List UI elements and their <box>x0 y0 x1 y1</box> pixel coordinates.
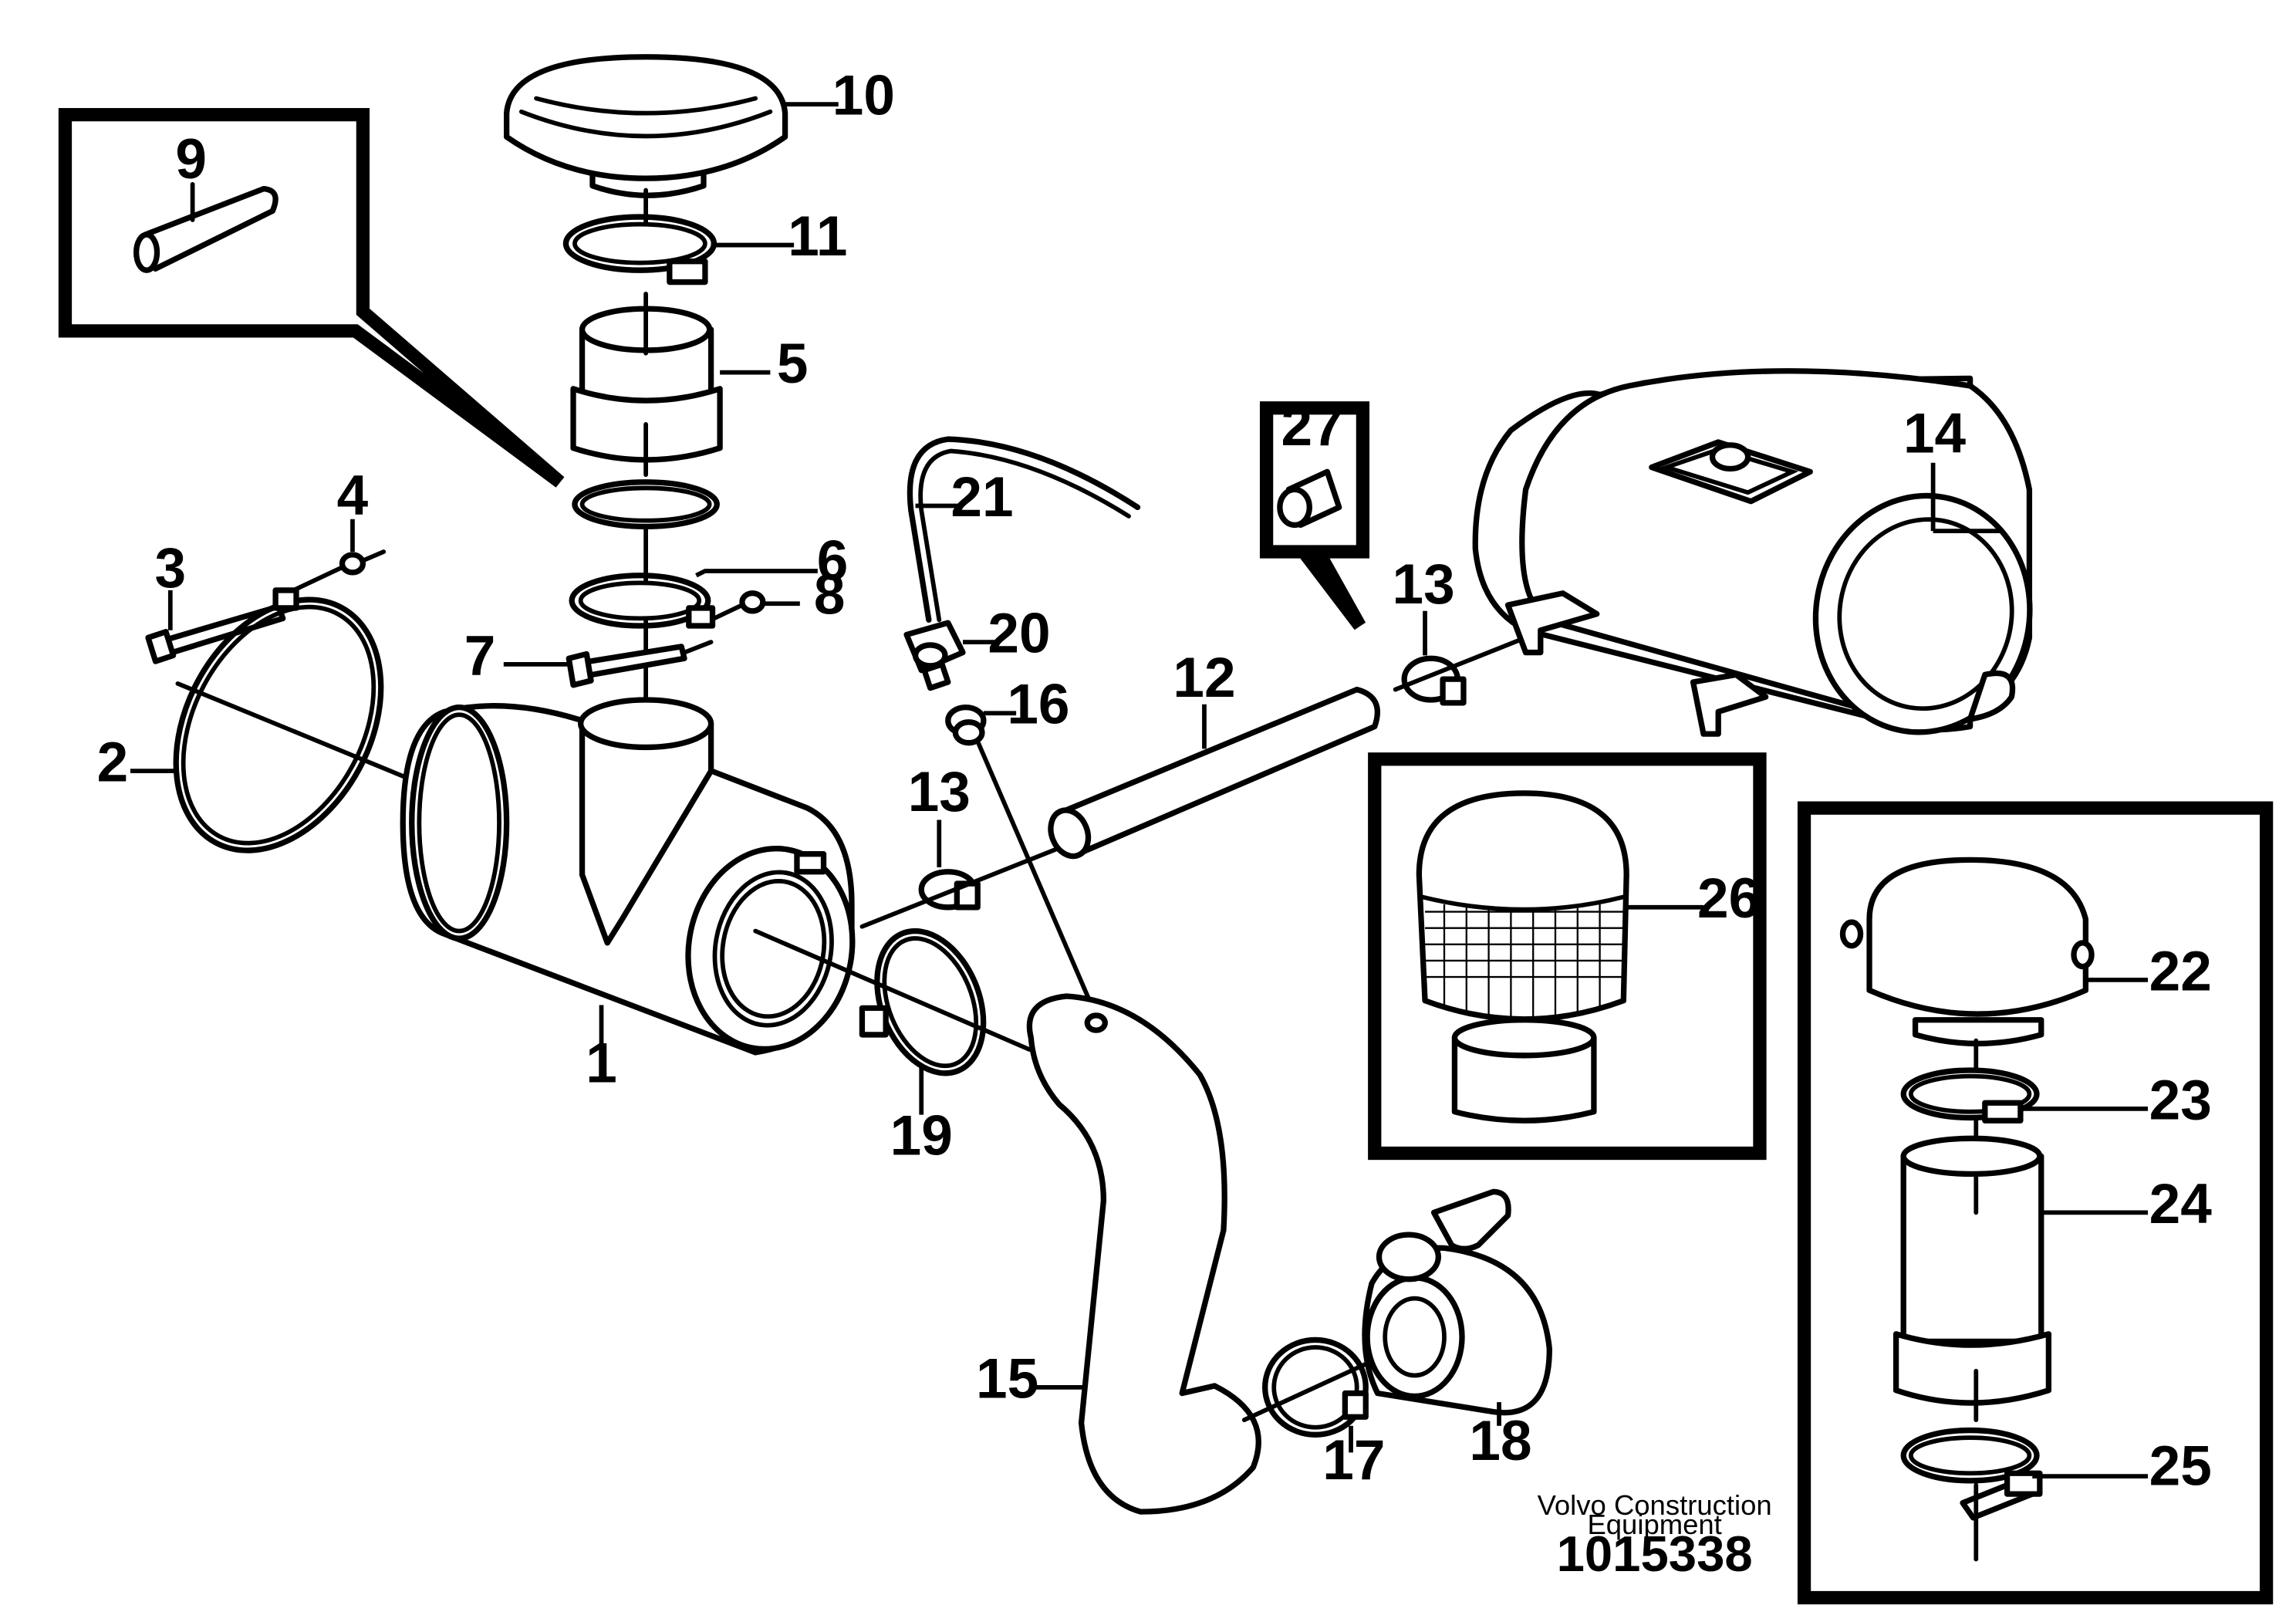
part-15-pipe <box>1026 993 1261 1515</box>
caption-equipment: Equipment <box>1587 1509 1721 1540</box>
label-22: 22 <box>2149 940 2212 1002</box>
filter-mesh <box>1425 904 1624 1020</box>
label-7: 7 <box>464 624 496 687</box>
part-1-housing <box>400 697 856 1056</box>
part-11-clamp <box>562 214 795 286</box>
label-6: 6 <box>817 529 849 592</box>
part-26-filter <box>1416 790 1703 1124</box>
detail-box-22-25 <box>1797 801 2274 1605</box>
part-16-grommet <box>945 704 1017 746</box>
label-13-upper: 13 <box>1393 553 1455 616</box>
part-12-hose <box>1048 686 1380 860</box>
label-27: 27 <box>1281 395 1344 458</box>
part-13-clamp-upper <box>1401 610 1467 706</box>
label-17: 17 <box>1322 1429 1385 1492</box>
part-2-band <box>130 587 384 853</box>
caption-block: Volvo Construction Equipment 1015338 <box>1538 1489 1772 1582</box>
part-5-sleeve <box>570 306 771 463</box>
label-19: 19 <box>890 1104 953 1167</box>
label-9: 9 <box>175 128 207 191</box>
detail-box-9 <box>58 107 565 488</box>
label-25: 25 <box>2149 1435 2212 1498</box>
label-13-lower: 13 <box>908 761 971 823</box>
part-17-clamp <box>1262 1336 1369 1453</box>
label-1: 1 <box>586 1032 617 1094</box>
label-26: 26 <box>1697 867 1760 930</box>
part-14-tank <box>1472 368 2033 737</box>
part-24-tube <box>1893 1135 2148 1406</box>
label-3: 3 <box>155 537 187 600</box>
label-24: 24 <box>2149 1173 2213 1235</box>
label-20: 20 <box>988 603 1050 665</box>
part-21-hose <box>907 436 1141 623</box>
part-6-clamp <box>569 569 818 629</box>
part-20-sensor <box>903 620 999 691</box>
label-12: 12 <box>1173 647 1235 709</box>
detail-box-26 <box>1368 752 1767 1161</box>
label-11: 11 <box>788 205 847 268</box>
part-8-washer <box>708 590 800 623</box>
part-10-cap <box>503 54 839 198</box>
label-14: 14 <box>1903 402 1967 465</box>
label-8: 8 <box>814 564 846 627</box>
label-4: 4 <box>337 465 369 527</box>
part-25-clamp <box>1900 1427 2148 1521</box>
label-10: 10 <box>832 65 895 127</box>
part-27-sleeve <box>1277 468 1342 529</box>
callout-labels: 1 2 3 4 5 6 7 8 9 10 11 12 13 13 14 15 1… <box>97 65 2213 1498</box>
part-9-hose <box>133 181 279 273</box>
label-15: 15 <box>976 1347 1038 1410</box>
part-4-washer <box>288 519 387 594</box>
part-7-bolt <box>503 640 714 688</box>
label-16: 16 <box>1007 674 1069 736</box>
caption-company: Volvo Construction <box>1538 1489 1772 1521</box>
part-22-cap <box>1839 857 2148 1047</box>
detail-box-27 <box>1259 401 1370 630</box>
part-13-clamp-lower <box>918 819 981 911</box>
part-18-turbo <box>1362 1188 1552 1426</box>
label-2: 2 <box>97 732 129 794</box>
part-19-clamp <box>859 928 987 1115</box>
part-23-clamp <box>1900 1067 2148 1124</box>
label-21: 21 <box>950 466 1013 529</box>
label-5: 5 <box>777 333 809 395</box>
label-23: 23 <box>2149 1069 2212 1131</box>
label-18: 18 <box>1469 1410 1531 1472</box>
drawing-number: 1015338 <box>1557 1526 1753 1582</box>
